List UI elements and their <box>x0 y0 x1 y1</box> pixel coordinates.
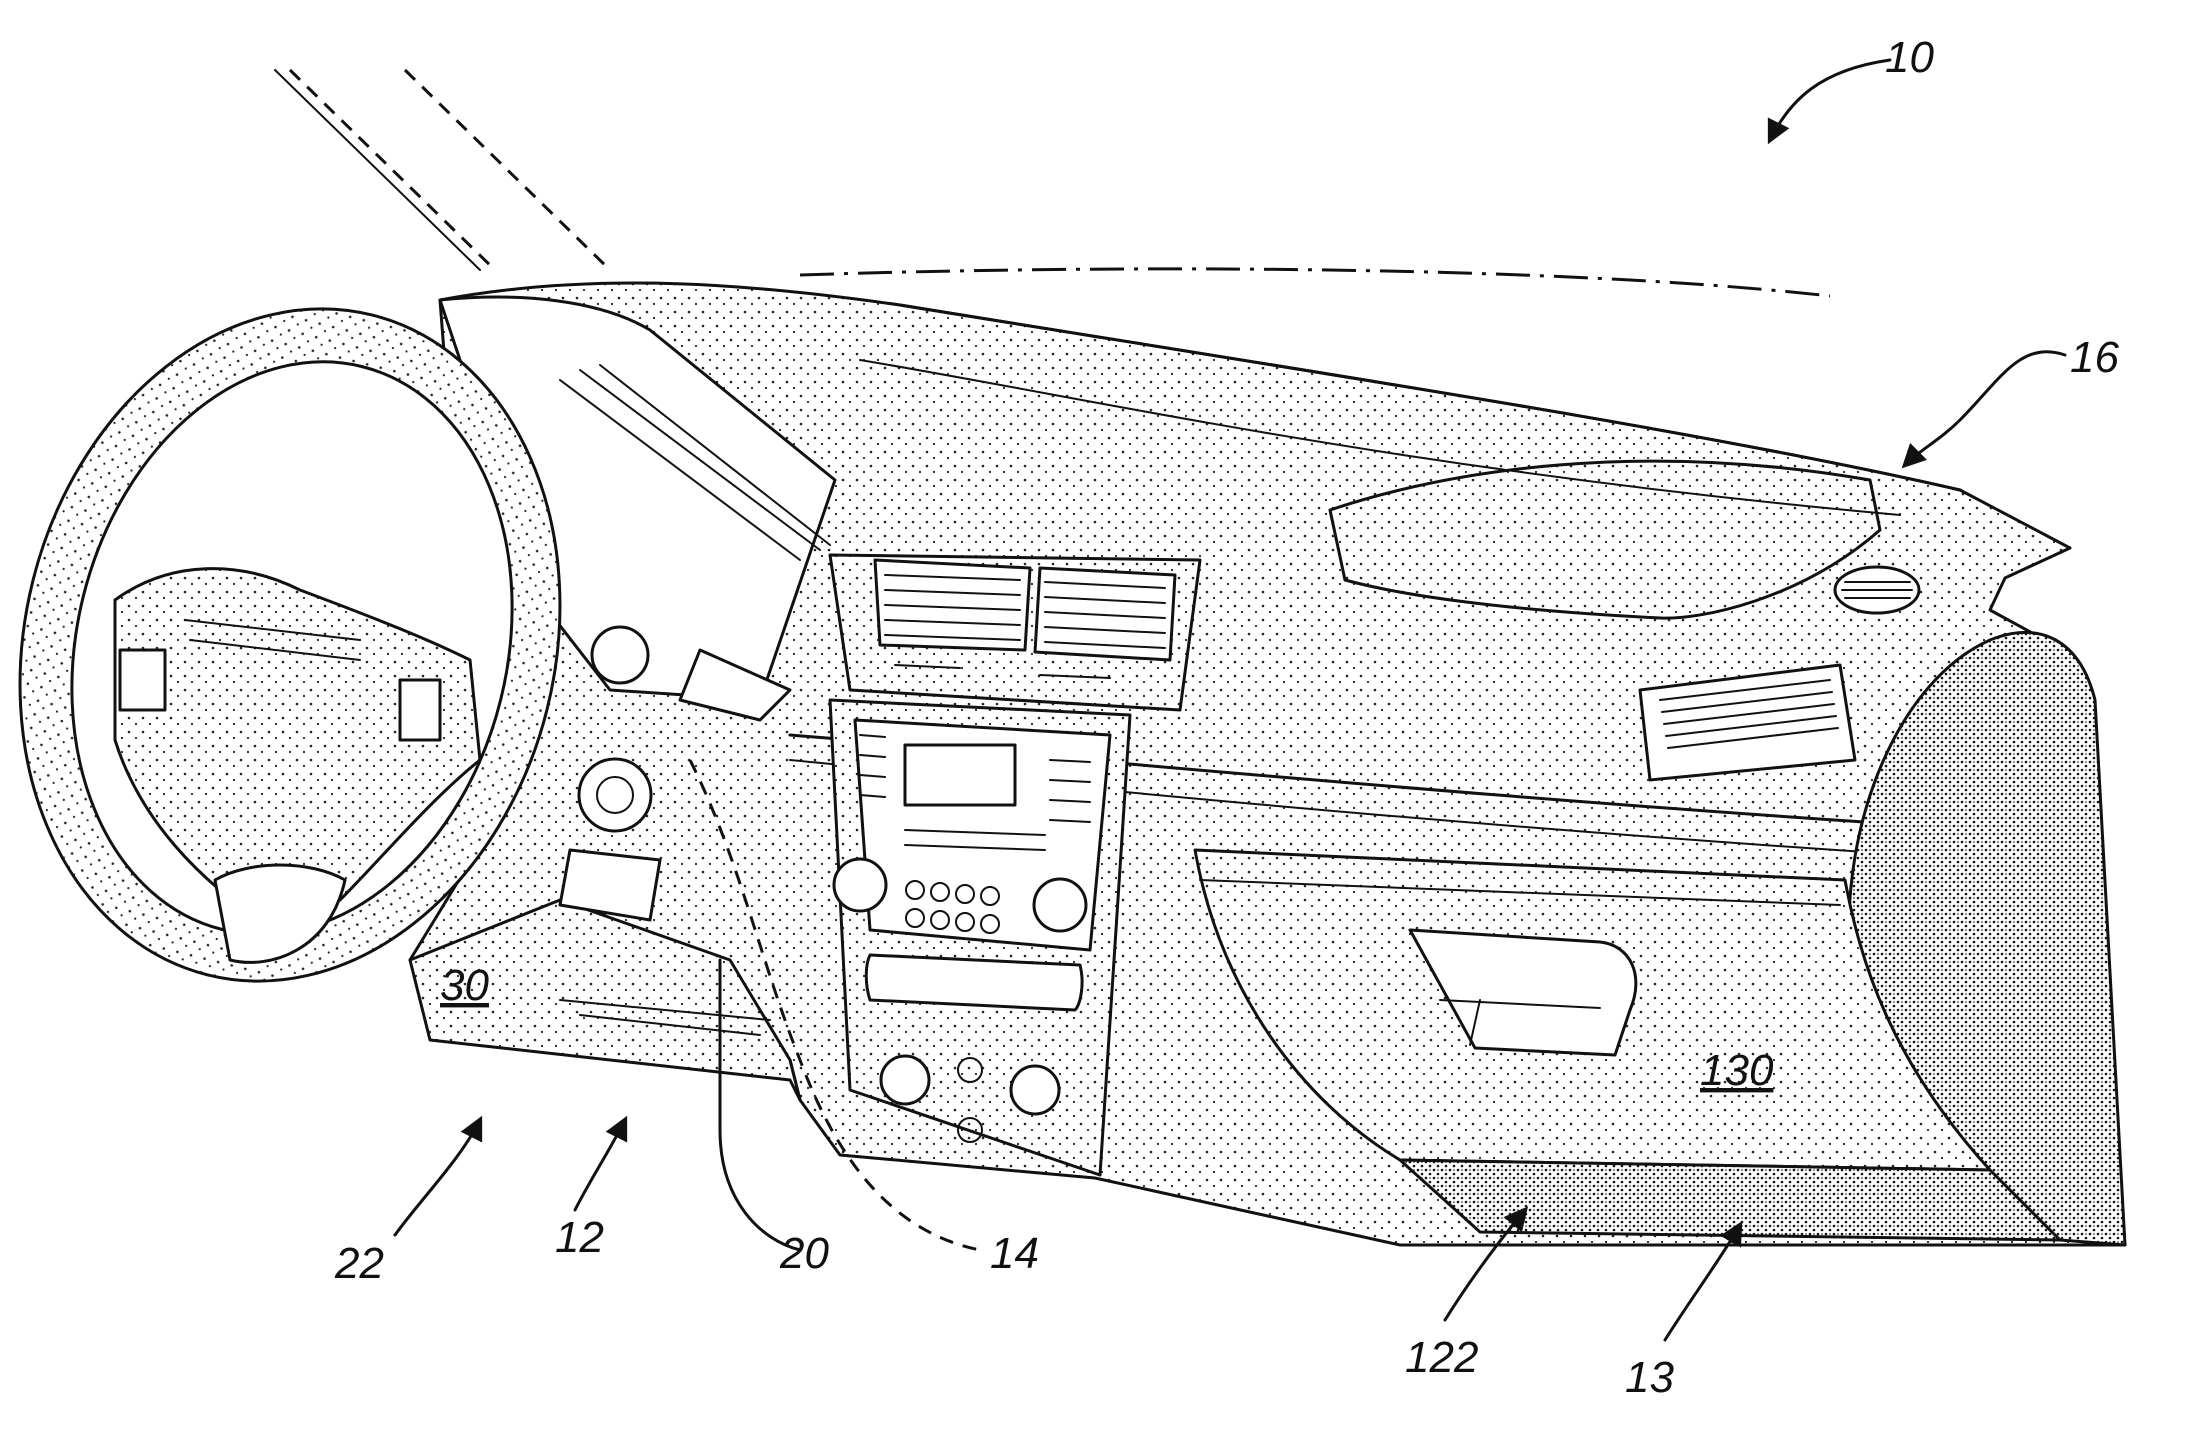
ref-hidden-member: 14 <box>990 1229 1039 1278</box>
ref-substrate: 13 <box>1625 1353 1674 1402</box>
ignition-bezel <box>579 759 651 831</box>
cluster-knob <box>592 627 648 683</box>
center-vents <box>830 555 1200 710</box>
ref-glove-box-door: 130 <box>1700 1046 1774 1095</box>
volume-knob <box>834 859 886 911</box>
ref-bracket: 20 <box>779 1229 829 1278</box>
tune-knob <box>1034 879 1086 931</box>
hvac-knob-left <box>881 1056 929 1104</box>
radio-display <box>905 745 1015 805</box>
ref-glove-box-edge: 122 <box>1405 1333 1478 1382</box>
ref-panel-edge: 22 <box>334 1239 384 1288</box>
ref-panel-lower: 12 <box>555 1213 604 1262</box>
ref-driver-panel: 30 <box>440 961 489 1010</box>
hvac-knob-right <box>1011 1066 1059 1114</box>
ref-instrument-panel: 16 <box>2070 333 2119 382</box>
ref-assembly: 10 <box>1885 33 1934 82</box>
windshield-lines <box>275 70 1830 296</box>
